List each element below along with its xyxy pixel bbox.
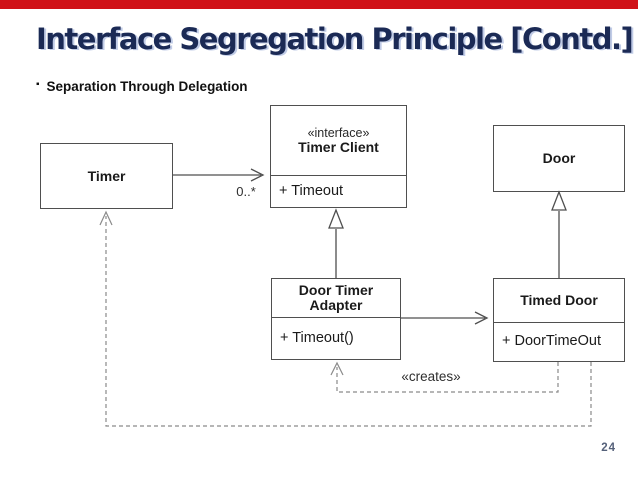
timer-class-name: Timer bbox=[87, 167, 126, 184]
adapter-class-name-line2: Adapter bbox=[309, 297, 363, 313]
timer-client-member: + Timeout bbox=[279, 182, 344, 199]
bullet-icon: ▪ bbox=[36, 78, 40, 90]
uml-class-timer: Timer bbox=[40, 143, 173, 209]
generalization-timed-door-to-door bbox=[551, 190, 567, 279]
association-adapter-to-timed-door bbox=[401, 311, 489, 325]
slide-title: Interface Segregation Principle [Contd.] bbox=[36, 22, 634, 56]
multiplicity-label: 0..* bbox=[236, 184, 256, 199]
uml-class-door-timer-adapter: Door Timer Adapter + Timeout() bbox=[271, 278, 401, 360]
page-number: 24 bbox=[601, 442, 616, 454]
timed-door-member: + DoorTimeOut bbox=[502, 333, 601, 350]
uml-class-timer-client: «interface» Timer Client + Timeout bbox=[270, 105, 407, 208]
timer-client-stereotype: «interface» bbox=[307, 125, 370, 140]
adapter-member: + Timeout() bbox=[280, 330, 354, 346]
top-accent-bar bbox=[0, 0, 638, 9]
association-timer-to-timer-client bbox=[173, 168, 265, 182]
timed-door-class-name: Timed Door bbox=[520, 291, 598, 308]
creates-label: «creates» bbox=[401, 369, 461, 384]
realization-adapter-to-timer-client bbox=[328, 208, 344, 279]
uml-class-door: Door bbox=[493, 125, 625, 192]
bullet-row: ▪ Separation Through Delegation bbox=[36, 79, 248, 94]
adapter-class-name-line1: Door Timer bbox=[298, 282, 374, 298]
bullet-text: Separation Through Delegation bbox=[46, 79, 248, 94]
door-class-name: Door bbox=[542, 150, 576, 166]
timer-client-class-name: Timer Client bbox=[298, 138, 379, 155]
uml-class-timed-door: Timed Door + DoorTimeOut bbox=[493, 278, 625, 362]
